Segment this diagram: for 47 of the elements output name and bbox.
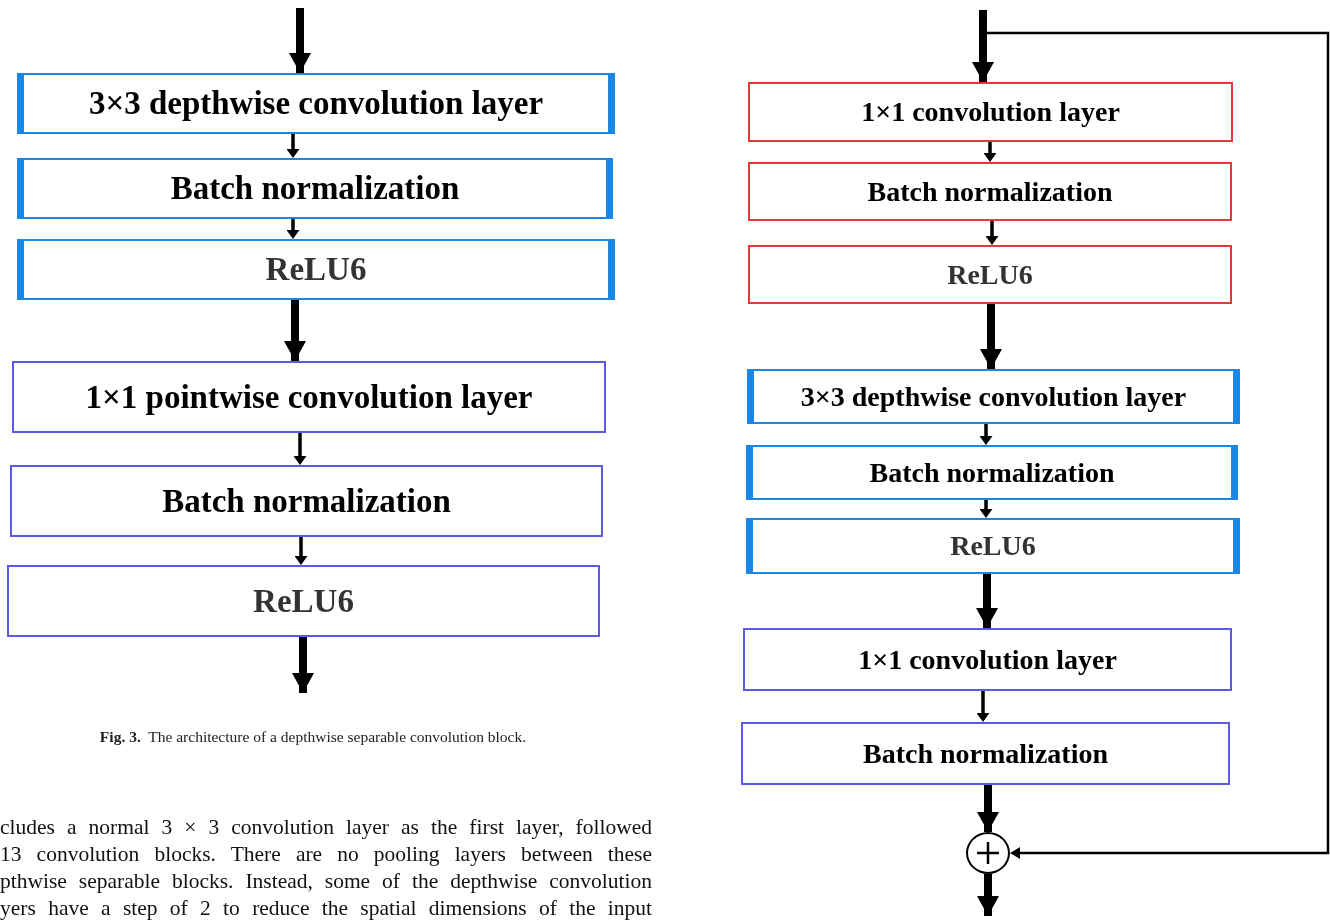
layer-box: [17, 158, 613, 219]
layer-box: [746, 518, 1240, 574]
arrow: [284, 300, 306, 361]
arrow: [976, 691, 990, 722]
body-text: yers have a step of 2 to reduce the spatial dimensions of the input: [0, 895, 652, 920]
layer-label: ReLU6: [950, 530, 1036, 562]
layer-label: Batch normalization: [170, 170, 460, 207]
layer-label: Batch normalization: [867, 175, 1113, 208]
arrow: [983, 142, 997, 162]
layer-box: [17, 73, 615, 134]
layer-label: 1×1 convolution layer: [861, 96, 1120, 128]
arrow: [294, 537, 308, 565]
layer-box: [748, 82, 1233, 142]
arrow: [976, 574, 998, 628]
layer-box: [741, 722, 1230, 785]
layer-box: [748, 162, 1232, 221]
arrow: [980, 304, 1002, 369]
layer-label: Batch normalization: [162, 482, 451, 520]
body-text: cludes a normal 3 × 3 convolution layer as the first layer, followed: [0, 814, 652, 841]
layer-box: [12, 361, 606, 433]
layer-box: [747, 369, 1240, 424]
arrow: [977, 785, 999, 832]
layer-label: ReLU6: [253, 582, 354, 620]
layer-label: 3×3 depthwise convolution layer: [88, 85, 544, 122]
layer-label: 1×1 pointwise convolution layer: [85, 378, 533, 416]
figure-caption: Fig. 3. The architecture of a depthwise separable convolution block.: [98, 728, 528, 746]
layer-box: [10, 465, 603, 537]
arrow: [286, 219, 300, 239]
sum-node: [966, 832, 1010, 874]
layer-label: Batch normalization: [863, 737, 1108, 770]
layer-label: 1×1 convolution layer: [858, 643, 1117, 676]
arrow: [985, 221, 999, 245]
arrow: [979, 424, 993, 445]
layer-label: Batch normalization: [869, 456, 1115, 489]
arrow: [286, 134, 300, 158]
arrow: [293, 433, 307, 465]
layer-label: 3×3 depthwise convolution layer: [800, 380, 1187, 413]
layer-box: [743, 628, 1232, 691]
layer-box: [17, 239, 615, 300]
body-text: pthwise separable blocks. Instead, some of the depthwise convolution: [0, 868, 652, 895]
arrow: [979, 500, 993, 518]
layer-box: [748, 245, 1232, 304]
layer-label: ReLU6: [947, 258, 1033, 291]
layer-box: [7, 565, 600, 637]
body-text: 13 convolution blocks. There are no pooling layers between these: [0, 841, 652, 868]
layer-label: ReLU6: [265, 251, 367, 288]
layer-box: [746, 445, 1238, 500]
